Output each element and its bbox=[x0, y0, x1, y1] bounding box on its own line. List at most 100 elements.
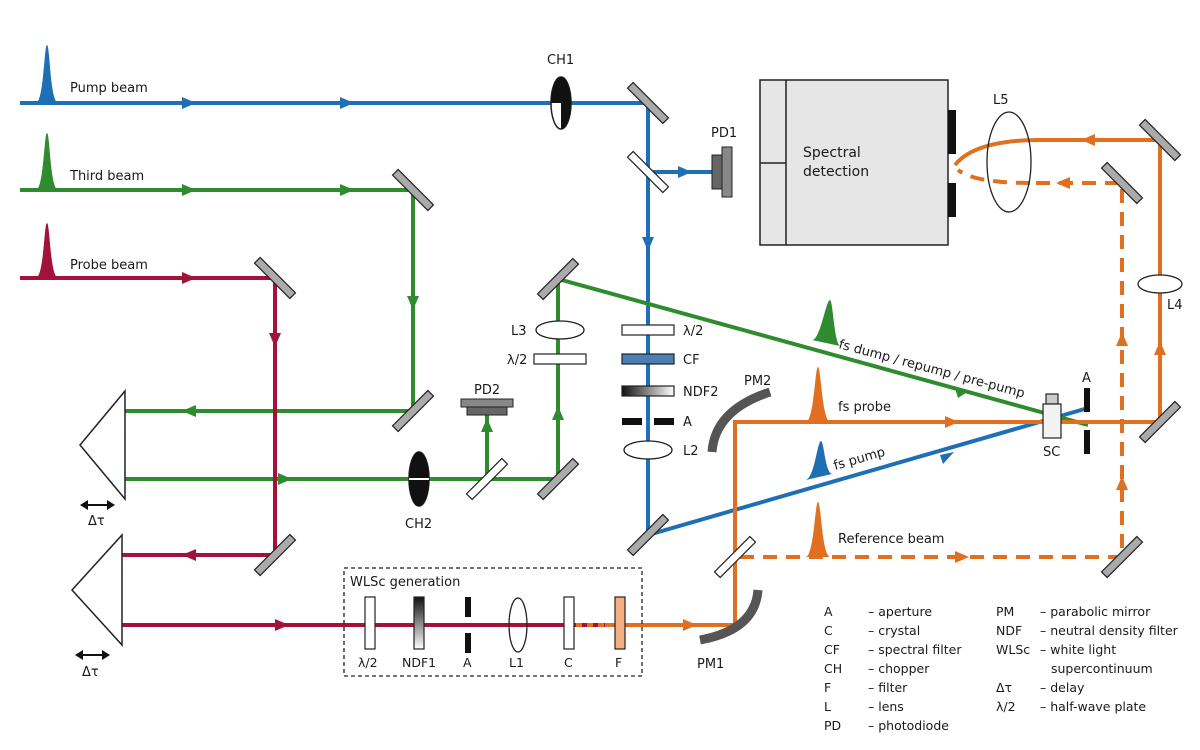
beam-arrows bbox=[111, 97, 1166, 631]
legend-desc: – crystal bbox=[868, 623, 920, 638]
legend-abbr: C bbox=[824, 623, 833, 638]
legend-abbr: CF bbox=[824, 642, 840, 657]
cf-label: CF bbox=[683, 353, 700, 368]
legend-desc: – chopper bbox=[868, 661, 930, 676]
half-wave-right-label: λ/2 bbox=[683, 324, 703, 339]
aperture-mid-left bbox=[622, 418, 642, 425]
third-pulse-icon bbox=[36, 133, 58, 190]
mirrors bbox=[253, 81, 1182, 579]
fs-probe-label: fs probe bbox=[838, 400, 891, 415]
third-beam-label: Third beam bbox=[69, 169, 144, 184]
legend-abbr: CH bbox=[824, 661, 842, 676]
l1-lens bbox=[508, 597, 528, 653]
legend-abbr: NDF bbox=[996, 623, 1022, 638]
fs-dump-label: fs dump / repump / pre-pump bbox=[837, 337, 1026, 401]
pd2-photodiode-icon bbox=[460, 398, 514, 416]
legend-desc: – delay bbox=[1040, 680, 1085, 695]
wlsc-item: C bbox=[564, 655, 573, 670]
sample-cell-icon bbox=[1042, 393, 1062, 439]
ch2-chopper-icon bbox=[408, 451, 430, 507]
half-wave-plate-right bbox=[621, 324, 675, 336]
reference-pulse-icon bbox=[806, 502, 830, 557]
legend-desc: – filter bbox=[868, 680, 908, 695]
legend-desc: – lens bbox=[868, 699, 904, 714]
legend-desc: – spectral filter bbox=[868, 642, 962, 657]
pulse-icons bbox=[36, 45, 840, 557]
ndf2-filter bbox=[621, 385, 675, 397]
legend-abbr: WLSc bbox=[996, 642, 1030, 657]
legend-desc: – neutral density filter bbox=[1040, 623, 1179, 638]
legend-abbr: λ/2 bbox=[996, 699, 1016, 714]
pm1-parabolic-mirror bbox=[699, 589, 763, 645]
l4-lens bbox=[1137, 274, 1183, 294]
wlsc-item: F bbox=[615, 655, 622, 670]
wlsc-optics bbox=[364, 596, 626, 653]
l2-lens bbox=[623, 440, 673, 460]
dump-pulse-icon bbox=[812, 300, 840, 346]
legend-desc: – aperture bbox=[868, 604, 932, 619]
l2-label: L2 bbox=[683, 444, 699, 459]
a-mid-label: A bbox=[683, 415, 692, 430]
legend-abbr: PD bbox=[824, 718, 841, 733]
legend: A – aperture C – crystal CF – spectral f… bbox=[824, 604, 1179, 733]
legend-desc: supercontinuum bbox=[1051, 661, 1153, 676]
aperture-sc bbox=[1084, 388, 1090, 454]
l3-label: L3 bbox=[511, 324, 527, 339]
ch1-chopper-icon bbox=[550, 76, 572, 130]
legend-desc: – parabolic mirror bbox=[1040, 604, 1151, 619]
legend-abbr: PM bbox=[996, 604, 1014, 619]
spectral-detection-box bbox=[759, 79, 956, 246]
l4-label: L4 bbox=[1167, 298, 1183, 313]
cf-filter bbox=[621, 353, 675, 365]
delay-bottom-label: Δτ bbox=[82, 665, 99, 680]
spectral-label-line1: Spectral bbox=[803, 145, 861, 161]
delay-top-label: Δτ bbox=[88, 514, 105, 529]
delay-arrow-bottom-icon bbox=[75, 650, 110, 660]
probe-pulse-icon bbox=[36, 223, 58, 278]
ch2-label: CH2 bbox=[405, 517, 432, 532]
fs-pump-pulse-icon bbox=[806, 441, 832, 480]
wlsc-title: WLSc generation bbox=[350, 575, 460, 590]
aperture-mid-right bbox=[654, 418, 674, 425]
legend-abbr: L bbox=[824, 699, 831, 714]
pd2-label: PD2 bbox=[474, 383, 500, 398]
a-sc-label: A bbox=[1082, 371, 1091, 386]
legend-abbr: Δτ bbox=[996, 680, 1012, 695]
wlsc-item: λ/2 bbox=[358, 655, 378, 670]
reference-beam-path bbox=[740, 168, 1124, 559]
ndf2-label: NDF2 bbox=[683, 385, 718, 400]
pump-line-optics bbox=[621, 324, 675, 425]
reference-beam-label: Reference beam bbox=[838, 532, 944, 547]
wlsc-item: NDF1 bbox=[402, 655, 436, 670]
pm1-label: PM1 bbox=[697, 657, 724, 672]
wlsc-labels: WLSc generation λ/2 NDF1 A L1 C F bbox=[350, 575, 622, 670]
delay-arrow-top-icon bbox=[80, 500, 115, 510]
legend-desc: – half-wave plate bbox=[1040, 699, 1146, 714]
legend-abbr: F bbox=[824, 680, 831, 695]
pd1-photodiode-icon bbox=[711, 146, 733, 198]
half-wave-left-label: λ/2 bbox=[507, 353, 527, 368]
spectral-label-line2: detection bbox=[803, 164, 869, 180]
legend-desc: – photodiode bbox=[868, 718, 949, 733]
l5-label: L5 bbox=[993, 93, 1009, 108]
pump-pulse-icon bbox=[36, 45, 58, 103]
pm2-label: PM2 bbox=[744, 374, 771, 389]
component-labels: CH1 CH2 PD1 PD2 Spectral detection L2 L3… bbox=[82, 53, 1183, 680]
pump-beam-label: Pump beam bbox=[70, 81, 148, 96]
half-wave-plate-left bbox=[533, 353, 587, 365]
wlsc-item: L1 bbox=[509, 655, 524, 670]
pm2-parabolic-mirror bbox=[707, 387, 772, 453]
ch1-label: CH1 bbox=[547, 53, 574, 68]
probe-beam-label: Probe beam bbox=[70, 258, 148, 273]
fs-probe-pulse-icon bbox=[806, 367, 830, 422]
delay-prism-bottom bbox=[70, 533, 123, 647]
sc-label: SC bbox=[1043, 445, 1060, 460]
l3-lens bbox=[535, 320, 585, 340]
wlsc-item: A bbox=[463, 655, 472, 670]
delay-prism-top bbox=[79, 388, 126, 502]
legend-abbr: A bbox=[824, 604, 833, 619]
l5-lens bbox=[986, 111, 1032, 213]
lenses bbox=[508, 111, 1183, 653]
wlsc-generation-box bbox=[343, 567, 643, 677]
